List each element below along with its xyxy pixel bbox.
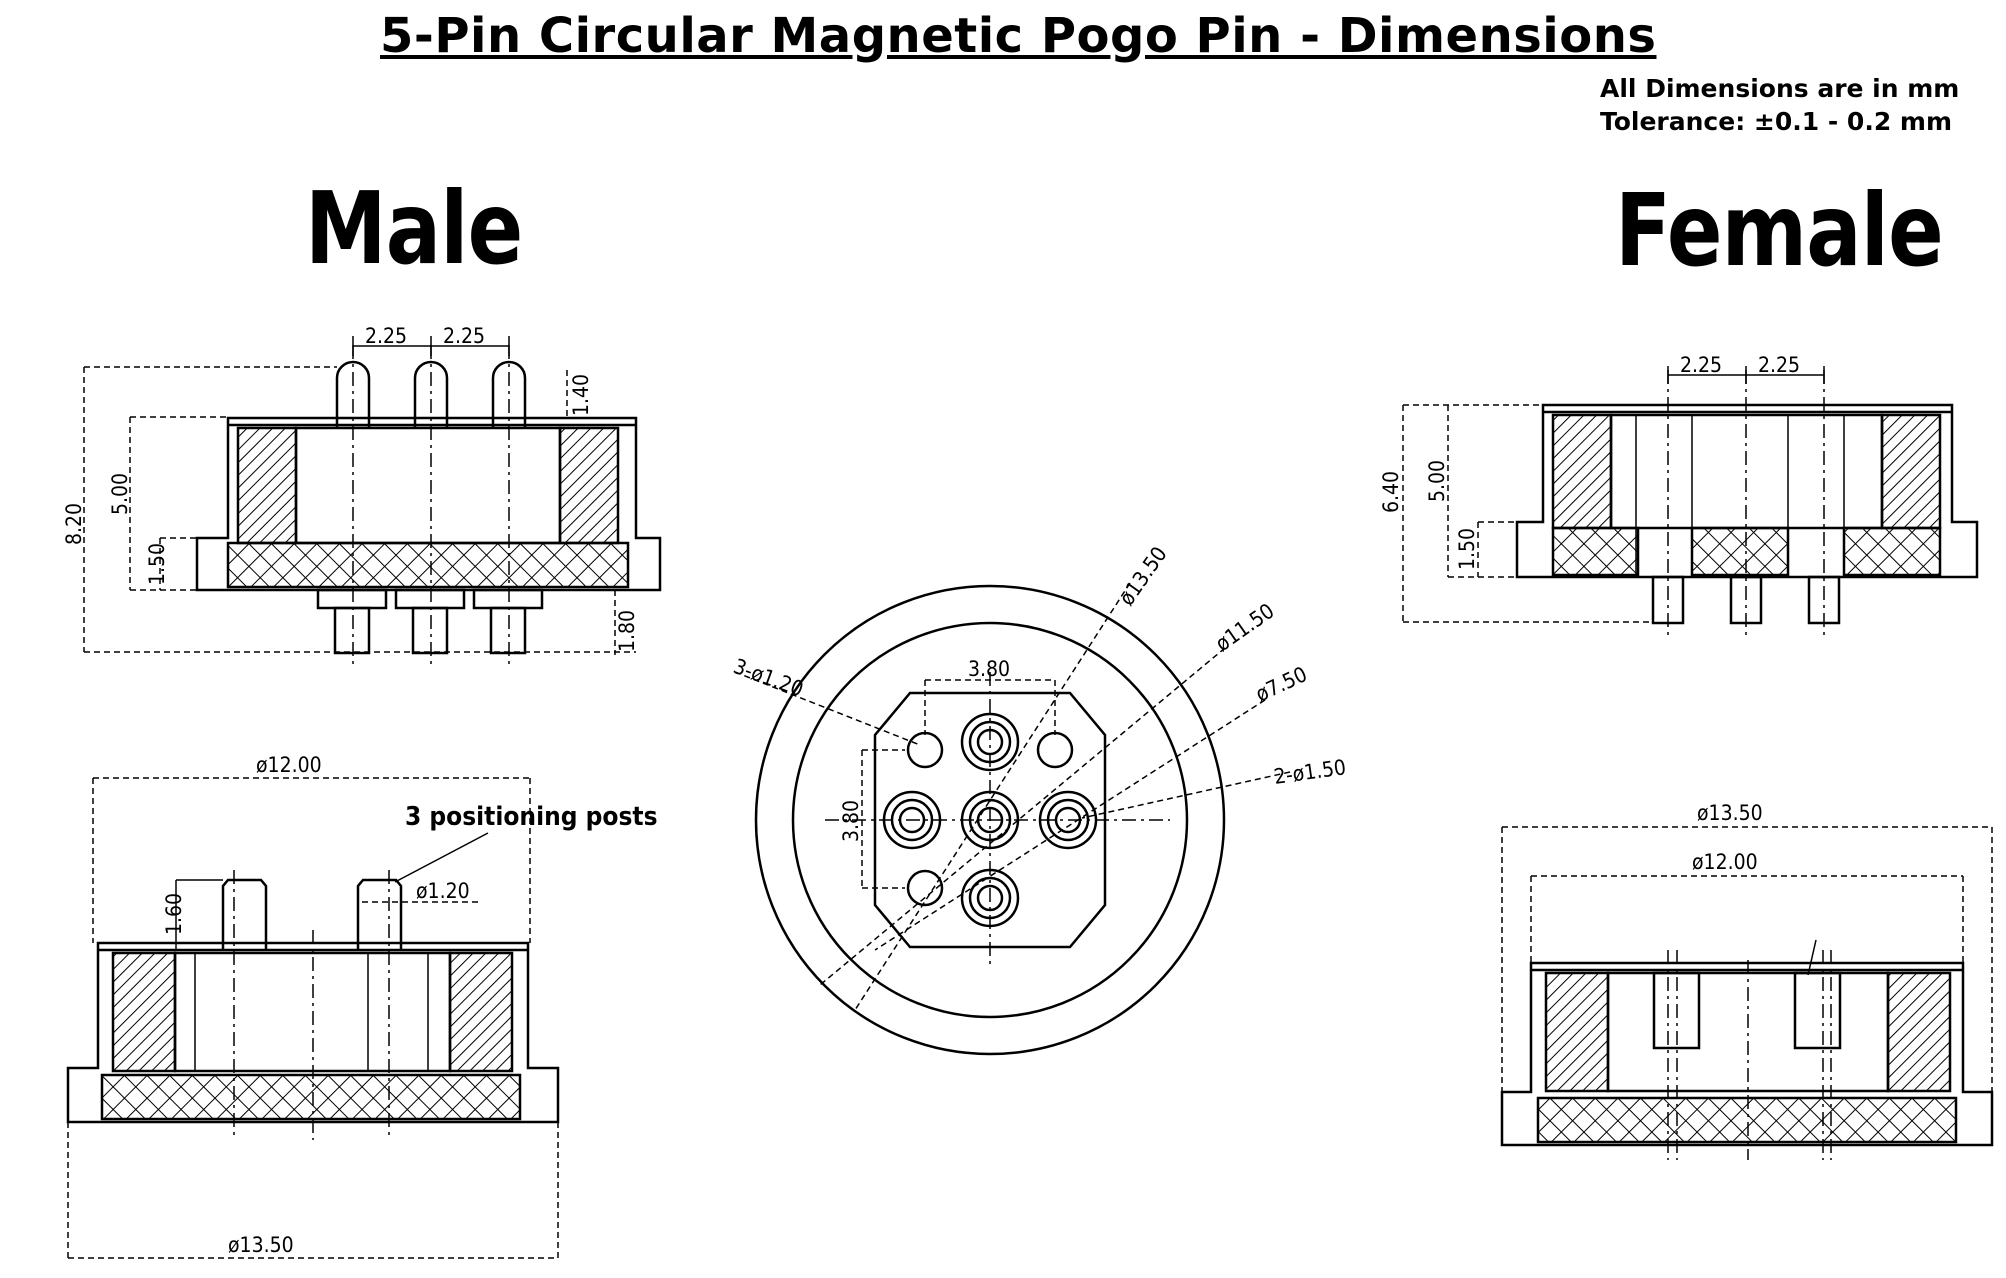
dim-front-post-holes: 3-ø1.20 <box>730 654 806 701</box>
male-section-view <box>66 777 560 1259</box>
dim-male-pitch-left: 2.25 <box>365 324 407 348</box>
dim-female-outer-diameter: ø13.50 <box>1697 801 1763 825</box>
dim-male-outer-diameter: ø13.50 <box>228 1233 294 1257</box>
dim-male-pitch-right: 2.25 <box>443 324 485 348</box>
dim-female-inner-diameter: ø12.00 <box>1692 850 1758 874</box>
dim-front-flange-diameter: ø11.50 <box>1211 599 1279 656</box>
male-heading: Male <box>305 170 523 287</box>
female-section-view <box>1500 826 1994 1160</box>
dim-front-pin-holes: 2-ø1.50 <box>1272 755 1347 789</box>
positioning-posts-label: 3 positioning posts <box>405 802 658 832</box>
dim-male-post-diameter: ø1.20 <box>416 879 470 903</box>
dim-female-pitch-right: 2.25 <box>1758 353 1800 377</box>
dim-male-inner-diameter: ø12.00 <box>256 753 322 777</box>
dim-male-overall-height: 8.20 <box>62 503 86 545</box>
units-note: All Dimensions are in mm <box>1600 74 1960 103</box>
notes-block: All Dimensions are in mm Tolerance: ±0.1… <box>1600 72 1959 138</box>
dim-male-pin-protrusion: 1.40 <box>569 374 593 416</box>
dim-front-span-h: 3.80 <box>968 657 1010 681</box>
dim-male-base-height: 1.50 <box>145 543 169 585</box>
dim-female-base-height: 1.50 <box>1455 528 1479 570</box>
dim-female-body-height: 5.00 <box>1425 460 1449 502</box>
dim-female-overall-height: 6.40 <box>1379 471 1403 513</box>
female-side-view <box>1402 366 1979 635</box>
dim-male-post-height: 1.60 <box>162 893 186 935</box>
page-title: 5-Pin Circular Magnetic Pogo Pin - Dimen… <box>380 8 1657 64</box>
dim-front-pin-circle-diameter: ø7.50 <box>1252 662 1311 706</box>
tolerance-note: Tolerance: ±0.1 - 0.2 mm <box>1600 107 1953 136</box>
dim-front-span-v: 3.80 <box>839 800 863 842</box>
front-view <box>734 582 1291 1056</box>
male-side-view <box>83 336 662 665</box>
dim-female-pitch-left: 2.25 <box>1680 353 1722 377</box>
dim-male-body-height: 5.00 <box>108 473 132 515</box>
dim-front-outer-diameter: ø13.50 <box>1114 542 1171 610</box>
female-heading: Female <box>1615 172 1944 289</box>
dim-male-pin-tail: 1.80 <box>615 610 639 652</box>
